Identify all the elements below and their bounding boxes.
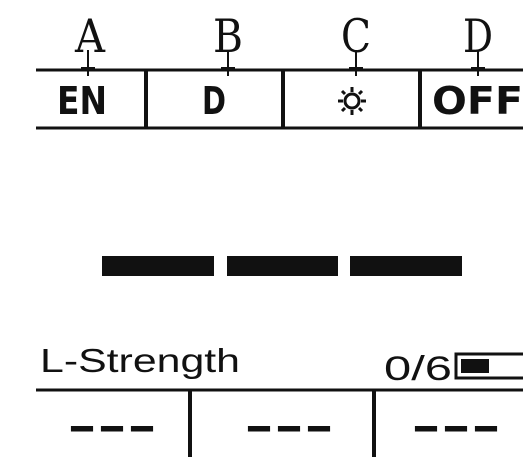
status-bar-frame (36, 68, 523, 130)
sun-ray-se (357, 106, 364, 113)
battery-icon (454, 352, 523, 380)
sun-ray-ne (357, 89, 364, 96)
mode-indicator: D (202, 79, 226, 123)
sun-icon (338, 87, 366, 115)
readings-frame (36, 388, 523, 457)
callout-leaders (81, 50, 485, 76)
sun-ray-nw (340, 89, 347, 96)
language-indicator: EN (57, 79, 107, 123)
dash-segment-icon (102, 256, 214, 276)
signal-strength-label: L-Strength (40, 342, 240, 379)
dash-segment-display (102, 256, 462, 276)
battery-outline (454, 352, 523, 380)
signal-strength-value: 0/6 (384, 350, 452, 388)
dash-segment-icon (350, 256, 462, 276)
dash-segment-icon (227, 256, 338, 276)
reading-2: --- (244, 405, 334, 449)
reading-3: --- (411, 405, 501, 449)
callout-a: A (74, 9, 106, 63)
sun-icon-core (343, 92, 361, 110)
sun-ray-sw (340, 106, 347, 113)
auto-off-indicator: OFF (432, 79, 523, 123)
reading-1: --- (67, 405, 157, 449)
battery-level (461, 359, 489, 373)
